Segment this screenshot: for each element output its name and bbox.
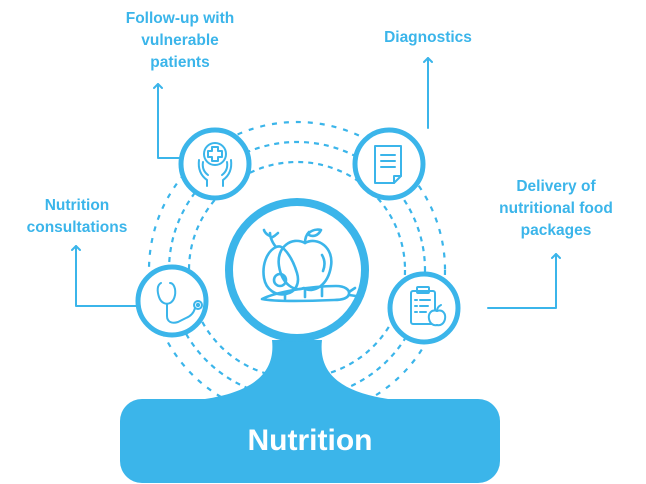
center-title: Nutrition bbox=[247, 424, 373, 457]
title-box-shape bbox=[120, 399, 500, 483]
clipboard-apple-icon bbox=[410, 286, 447, 327]
label-diagnostics: Diagnostics bbox=[384, 29, 472, 46]
connectors bbox=[71, 57, 561, 309]
dashed-ring-inner bbox=[187, 160, 407, 380]
node-delivery bbox=[387, 271, 461, 345]
connector-delivery bbox=[487, 253, 561, 309]
center-node bbox=[225, 198, 369, 342]
connector-follow-up bbox=[153, 83, 183, 159]
stethoscope-icon bbox=[156, 282, 203, 324]
hands-medical-cross-icon bbox=[197, 142, 233, 187]
fruit-vegetables-icon bbox=[260, 228, 358, 303]
node-follow-up bbox=[178, 127, 252, 201]
label-follow-up: Follow-up with vulnerable patients bbox=[125, 10, 235, 71]
node-consultations bbox=[135, 264, 209, 338]
label-consultations: Nutrition consultations bbox=[26, 197, 128, 236]
connector-consultations bbox=[71, 245, 137, 307]
document-icon bbox=[374, 145, 402, 184]
node-diagnostics bbox=[352, 127, 426, 201]
pedestal bbox=[205, 340, 388, 399]
label-delivery: Delivery of nutritional food packages bbox=[499, 178, 613, 239]
